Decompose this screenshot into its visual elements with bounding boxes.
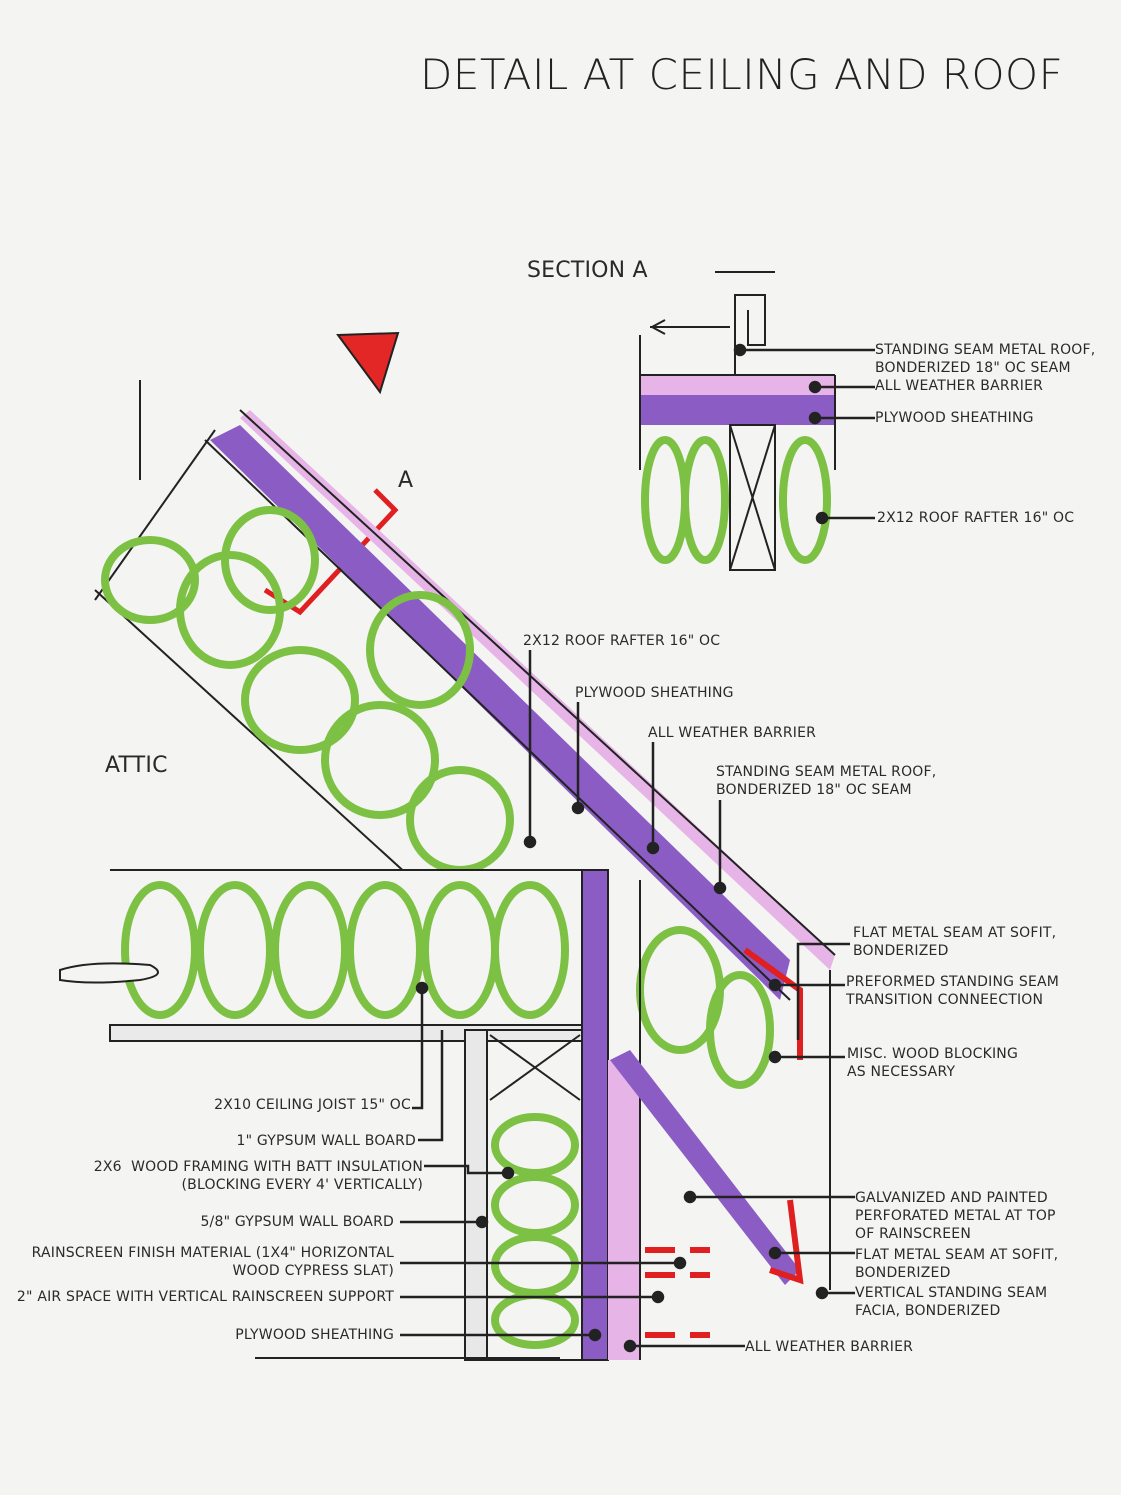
section-a-heading: SECTION A bbox=[527, 258, 648, 283]
label-ceiling-joist: 2X10 CEILING JOIST 15" OC bbox=[214, 1097, 411, 1113]
label-preformed-seam: PREFORMED STANDING SEAM TRANSITION CONNE… bbox=[846, 974, 1060, 1008]
roof-insulation bbox=[101, 506, 514, 874]
roof-assembly bbox=[94, 380, 836, 1051]
roof-label-rafter: 2X12 ROOF RAFTER 16" OC bbox=[523, 633, 721, 649]
label-flat-metal-seam-top: FLAT METAL SEAM AT SOFIT, BONDERIZED bbox=[853, 925, 1057, 959]
label-perforated-metal: GALVANIZED AND PAINTED PERFORATED METAL … bbox=[855, 1190, 1056, 1242]
ceiling-insulation bbox=[115, 870, 774, 1089]
attic-label: ATTIC bbox=[105, 753, 168, 778]
roof-label-metal-roof: STANDING SEAM METAL ROOF, BONDERIZED 18"… bbox=[716, 764, 937, 798]
section-marker-label: A bbox=[398, 468, 414, 493]
label-wood-blocking: MISC. WOOD BLOCKING AS NECESSARY bbox=[847, 1046, 1019, 1080]
wall-assembly bbox=[255, 869, 831, 1361]
section-a-label-roof: STANDING SEAM METAL ROOF, BONDERIZED 18"… bbox=[875, 342, 1096, 394]
label-gypsum-1in: 1" GYPSUM WALL BOARD bbox=[236, 1133, 416, 1149]
label-plywood-sheathing: PLYWOOD SHEATHING bbox=[235, 1327, 394, 1343]
page-title: DETAIL AT CEILING AND ROOF bbox=[420, 50, 1064, 99]
label-flat-metal-seam-bottom: FLAT METAL SEAM AT SOFIT, BONDERIZED bbox=[855, 1247, 1059, 1281]
label-gypsum-5-8: 5/8" GYPSUM WALL BOARD bbox=[200, 1214, 394, 1230]
north-triangle bbox=[336, 331, 400, 395]
label-facia: VERTICAL STANDING SEAM FACIA, BONDERIZED bbox=[855, 1285, 1048, 1319]
section-a-drawing bbox=[639, 271, 836, 571]
leader-lines bbox=[400, 343, 875, 1353]
label-weather-barrier: ALL WEATHER BARRIER bbox=[745, 1339, 914, 1355]
ceiling-break-line bbox=[59, 962, 159, 984]
label-rainscreen-finish: RAINSCREEN FINISH MATERIAL (1X4" HORIZON… bbox=[31, 1245, 394, 1279]
label-wood-framing: 2X6 WOOD FRAMING WITH BATT INSULATION (B… bbox=[93, 1159, 423, 1193]
ceiling-gypsum-board bbox=[109, 1024, 591, 1042]
label-air-space: 2" AIR SPACE WITH VERTICAL RAINSCREEN SU… bbox=[16, 1289, 394, 1305]
roof-label-plywood: PLYWOOD SHEATHING bbox=[575, 685, 734, 701]
section-a-label-plywood: PLYWOOD SHEATHING bbox=[875, 410, 1034, 426]
roof-label-barrier: ALL WEATHER BARRIER bbox=[648, 725, 817, 741]
section-a-label-rafter: 2X12 ROOF RAFTER 16" OC bbox=[877, 510, 1075, 526]
metal-flashing bbox=[645, 947, 804, 1338]
wall-insulation bbox=[491, 1113, 579, 1349]
